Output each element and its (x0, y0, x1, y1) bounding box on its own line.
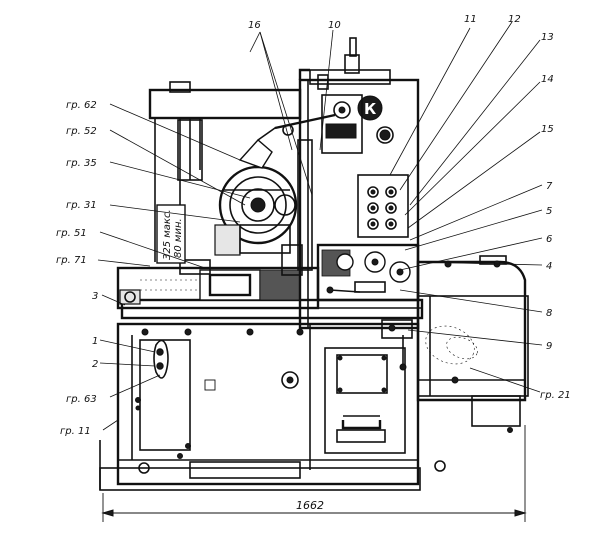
callout-3: 3 (92, 291, 98, 302)
work-table (116, 259, 424, 320)
callout-gr31: гр. 31 (66, 200, 97, 211)
stroke-max: 325 макс. (162, 209, 173, 260)
leader-lines (97, 21, 543, 431)
stroke-plate: 325 макс. 80 мин. (156, 204, 186, 264)
callout-9: 9 (546, 341, 552, 352)
callout-gr35: гр. 35 (66, 158, 97, 169)
button-panel (357, 174, 409, 238)
motor-icon (425, 325, 478, 365)
handwheel-icon (214, 165, 298, 256)
badge-label: К (364, 100, 377, 118)
callout-2: 2 (92, 359, 98, 370)
callout-8: 8 (546, 308, 552, 319)
overall-dimension: 1662 (101, 425, 527, 522)
feed-gearbox (316, 243, 420, 302)
callout-6: 6 (546, 234, 552, 245)
callout-7: 7 (546, 181, 553, 192)
brand-badge: К (357, 95, 383, 121)
callout-gr21: гр. 21 (540, 390, 571, 401)
stroke-min: 80 мин. (173, 218, 184, 258)
callout-16: 16 (248, 20, 261, 31)
callout-gr63: гр. 63 (66, 394, 97, 405)
callout-13: 13 (541, 32, 554, 43)
callout-15: 15 (541, 124, 554, 135)
callout-4: 4 (546, 261, 552, 272)
coolant-tank (416, 255, 529, 433)
machine-base (99, 322, 446, 491)
upper-control-box (321, 94, 394, 154)
callout-gr52: гр. 52 (66, 126, 97, 137)
callout-gr51: гр. 51 (56, 228, 87, 239)
callout-gr71: гр. 71 (56, 255, 87, 266)
callout-1: 1 (92, 336, 98, 347)
lamp-icon (238, 113, 336, 169)
dimension-label: 1662 (296, 499, 324, 512)
callout-labels: 16 10 11 12 13 14 15 7 5 6 4 8 9 гр. 21 … (56, 14, 571, 437)
callout-12: 12 (508, 14, 521, 25)
side-door (139, 339, 191, 451)
callout-10: 10 (328, 20, 341, 31)
callout-gr62: гр. 62 (66, 100, 97, 111)
vertical-slide (281, 139, 313, 276)
switch-box (381, 319, 413, 371)
center-cover (204, 371, 299, 391)
callout-gr11: гр. 11 (60, 426, 91, 437)
callout-11: 11 (464, 14, 477, 25)
front-panel (324, 347, 406, 454)
handle-icon (336, 415, 386, 443)
callout-5: 5 (546, 206, 552, 217)
callout-14: 14 (541, 74, 554, 85)
